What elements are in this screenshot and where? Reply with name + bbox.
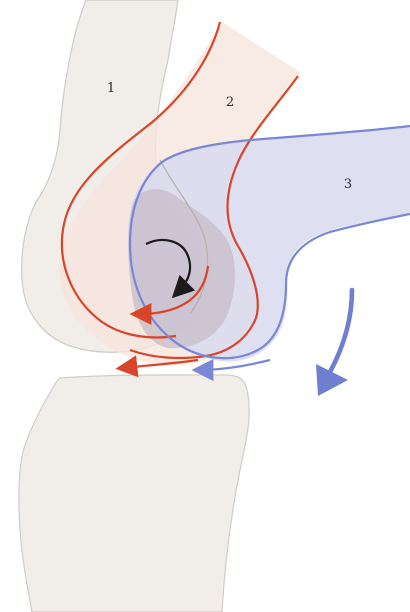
blue-contact-arrow	[198, 360, 270, 370]
label-position-3: 3	[344, 177, 352, 192]
flexion-motion-arrow-shaft	[330, 290, 352, 372]
tibia-bone	[19, 375, 249, 612]
label-position-2: 2	[226, 95, 234, 110]
label-position-1: 1	[107, 81, 115, 96]
